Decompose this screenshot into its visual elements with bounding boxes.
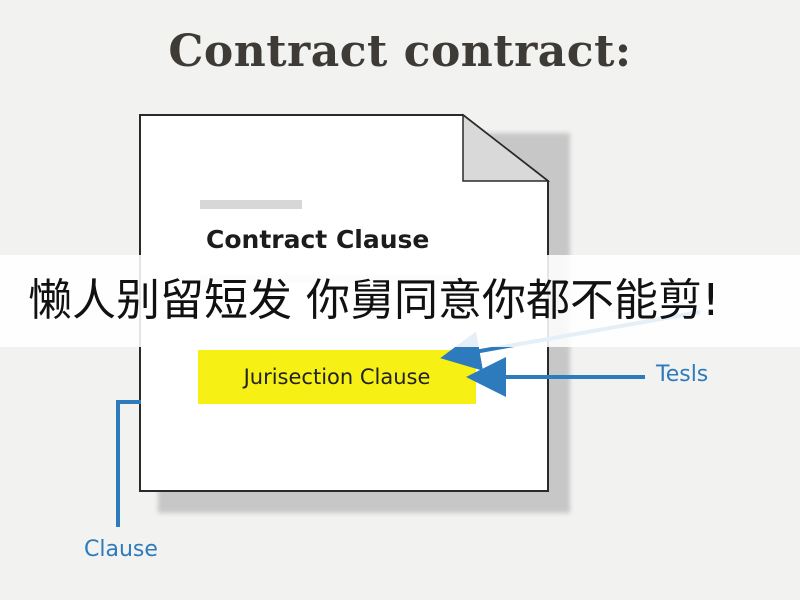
bracket-clause: [116, 400, 141, 527]
highlighted-clause-text: Jurisection Clause: [243, 365, 431, 389]
subtitle-banner: 懒人别留短发 你舅同意你都不能剪!: [0, 255, 800, 347]
document-heading: Contract Clause: [206, 225, 430, 254]
label-clause: Clause: [84, 537, 158, 562]
diagram-title: Contract contract:: [168, 26, 632, 77]
document-line-placeholder: [200, 200, 302, 209]
label-tesls: Tesls: [656, 362, 709, 387]
highlighted-clause: Jurisection Clause: [198, 350, 476, 404]
banner-text: 懒人别留短发 你舅同意你都不能剪!: [28, 275, 720, 326]
